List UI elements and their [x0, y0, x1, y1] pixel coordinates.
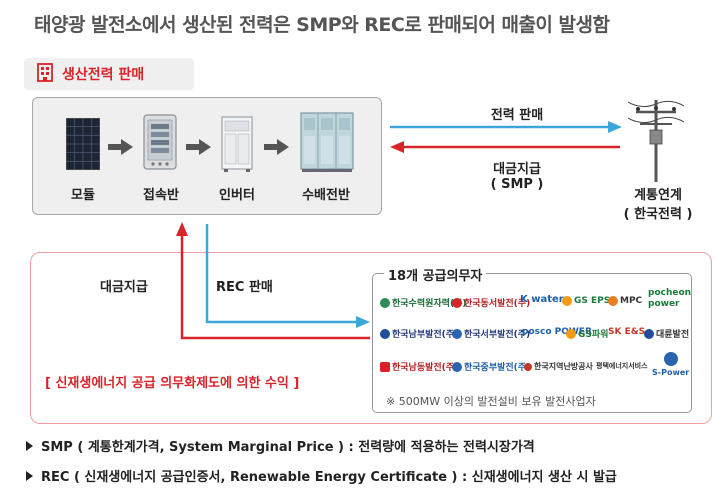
solar-panel-icon: [65, 117, 101, 174]
supplier-logo: pocheon power: [648, 288, 692, 309]
logo-mark-icon: [452, 297, 462, 308]
definition-rec: REC ( 신재생에너지 공급인증서, Renewable Energy Cer…: [26, 466, 617, 485]
supplier-logo: GS EPS: [562, 296, 610, 306]
supplier-box: [372, 273, 692, 413]
rec-payment-arrow: [180, 236, 370, 340]
smp-payment-label: 대금지급: [493, 162, 541, 177]
flow-arrow: [264, 144, 278, 150]
supplier-logo: S-Power: [652, 352, 689, 377]
supplier-logo: 한국동서발전(주): [452, 296, 530, 309]
equipment-label-inverter: 인버터: [219, 188, 255, 203]
supplier-logo: SK E&S: [608, 327, 646, 337]
supplier-logo: MPC: [608, 296, 642, 306]
supplier-title: 18개 공급의무자: [384, 265, 487, 284]
arrow-head-icon: [356, 316, 370, 328]
chevron-right-icon: [199, 139, 211, 155]
rec-payment-label: 대금지급: [100, 280, 148, 295]
junction-box-icon: [143, 114, 177, 174]
supplier-logo: 한국수력원자력(주): [380, 296, 466, 309]
building-icon: [36, 62, 54, 86]
flow-arrow: [186, 144, 200, 150]
rec-sale-label: REC 판매: [216, 280, 273, 295]
supplier-logo: K water: [520, 294, 564, 305]
power-pole-icon: [627, 96, 685, 186]
inverter-icon: [221, 116, 253, 176]
logo-mark-icon: [608, 296, 618, 306]
supplier-logo: GS파워: [566, 327, 608, 340]
smp-label: ( SMP ): [490, 177, 544, 192]
equipment-label-module: 모듈: [71, 188, 95, 203]
equipment-label-switchgear: 수배전반: [302, 188, 350, 203]
arrow-head-icon: [390, 141, 404, 153]
logo-mark-icon: [663, 352, 678, 366]
definition-smp: SMP ( 계통한계가격, System Marginal Price ) : …: [26, 436, 535, 455]
equipment-label-junction: 접속반: [143, 188, 179, 203]
section-label: 생산전력 판매: [24, 58, 194, 90]
arrow-head-icon: [176, 222, 188, 236]
logo-mark-icon: [380, 297, 390, 308]
chevron-right-icon: [277, 139, 289, 155]
power-sale-label: 전력 판매: [490, 108, 544, 123]
section-label-text: 생산전력 판매: [62, 67, 145, 83]
logo-mark-icon: [452, 361, 462, 372]
chevron-right-icon: [121, 139, 133, 155]
logo-mark-icon: [452, 328, 462, 339]
logo-mark-icon: [380, 361, 390, 372]
supplier-logo: 한국남부발전(주): [380, 327, 458, 340]
grid-label: 계통연계: [634, 188, 682, 203]
triangle-bullet-icon: [26, 440, 33, 451]
flow-arrow: [108, 144, 122, 150]
logo-mark-icon: [644, 328, 654, 339]
supplier-logo: 한국남동발전(주): [380, 360, 458, 373]
supplier-logo: 한국중부발전(주): [452, 360, 530, 373]
supplier-logo: 평택에너지서비스: [596, 362, 648, 370]
logo-mark-icon: [566, 328, 576, 339]
page-title: 태양광 발전소에서 생산된 전력은 SMP와 REC로 판매되어 매출이 발생함: [34, 14, 610, 36]
logo-mark-icon: [380, 328, 390, 339]
supplier-logo: 한국지역난방공사: [524, 361, 593, 372]
supplier-logo: 한국서부발전(주): [452, 327, 530, 340]
switchgear-icon: [300, 112, 354, 176]
triangle-bullet-icon: [26, 470, 33, 481]
supplier-logo: posco POWER: [522, 327, 592, 337]
grid-label-sub: ( 한국전력 ): [623, 207, 693, 222]
supplier-logo: 대륜발전: [644, 327, 689, 340]
logo-mark-icon: [524, 362, 532, 371]
rec-sale-arrow: [205, 224, 358, 324]
arrow-head-icon: [608, 121, 622, 133]
rec-income-text: [ 신재생에너지 공급 의무화제도에 의한 수익 ]: [45, 376, 300, 391]
logo-mark-icon: [562, 296, 572, 306]
supplier-note: ※ 500MW 이상의 발전설비 보유 발전사업자: [386, 395, 596, 408]
